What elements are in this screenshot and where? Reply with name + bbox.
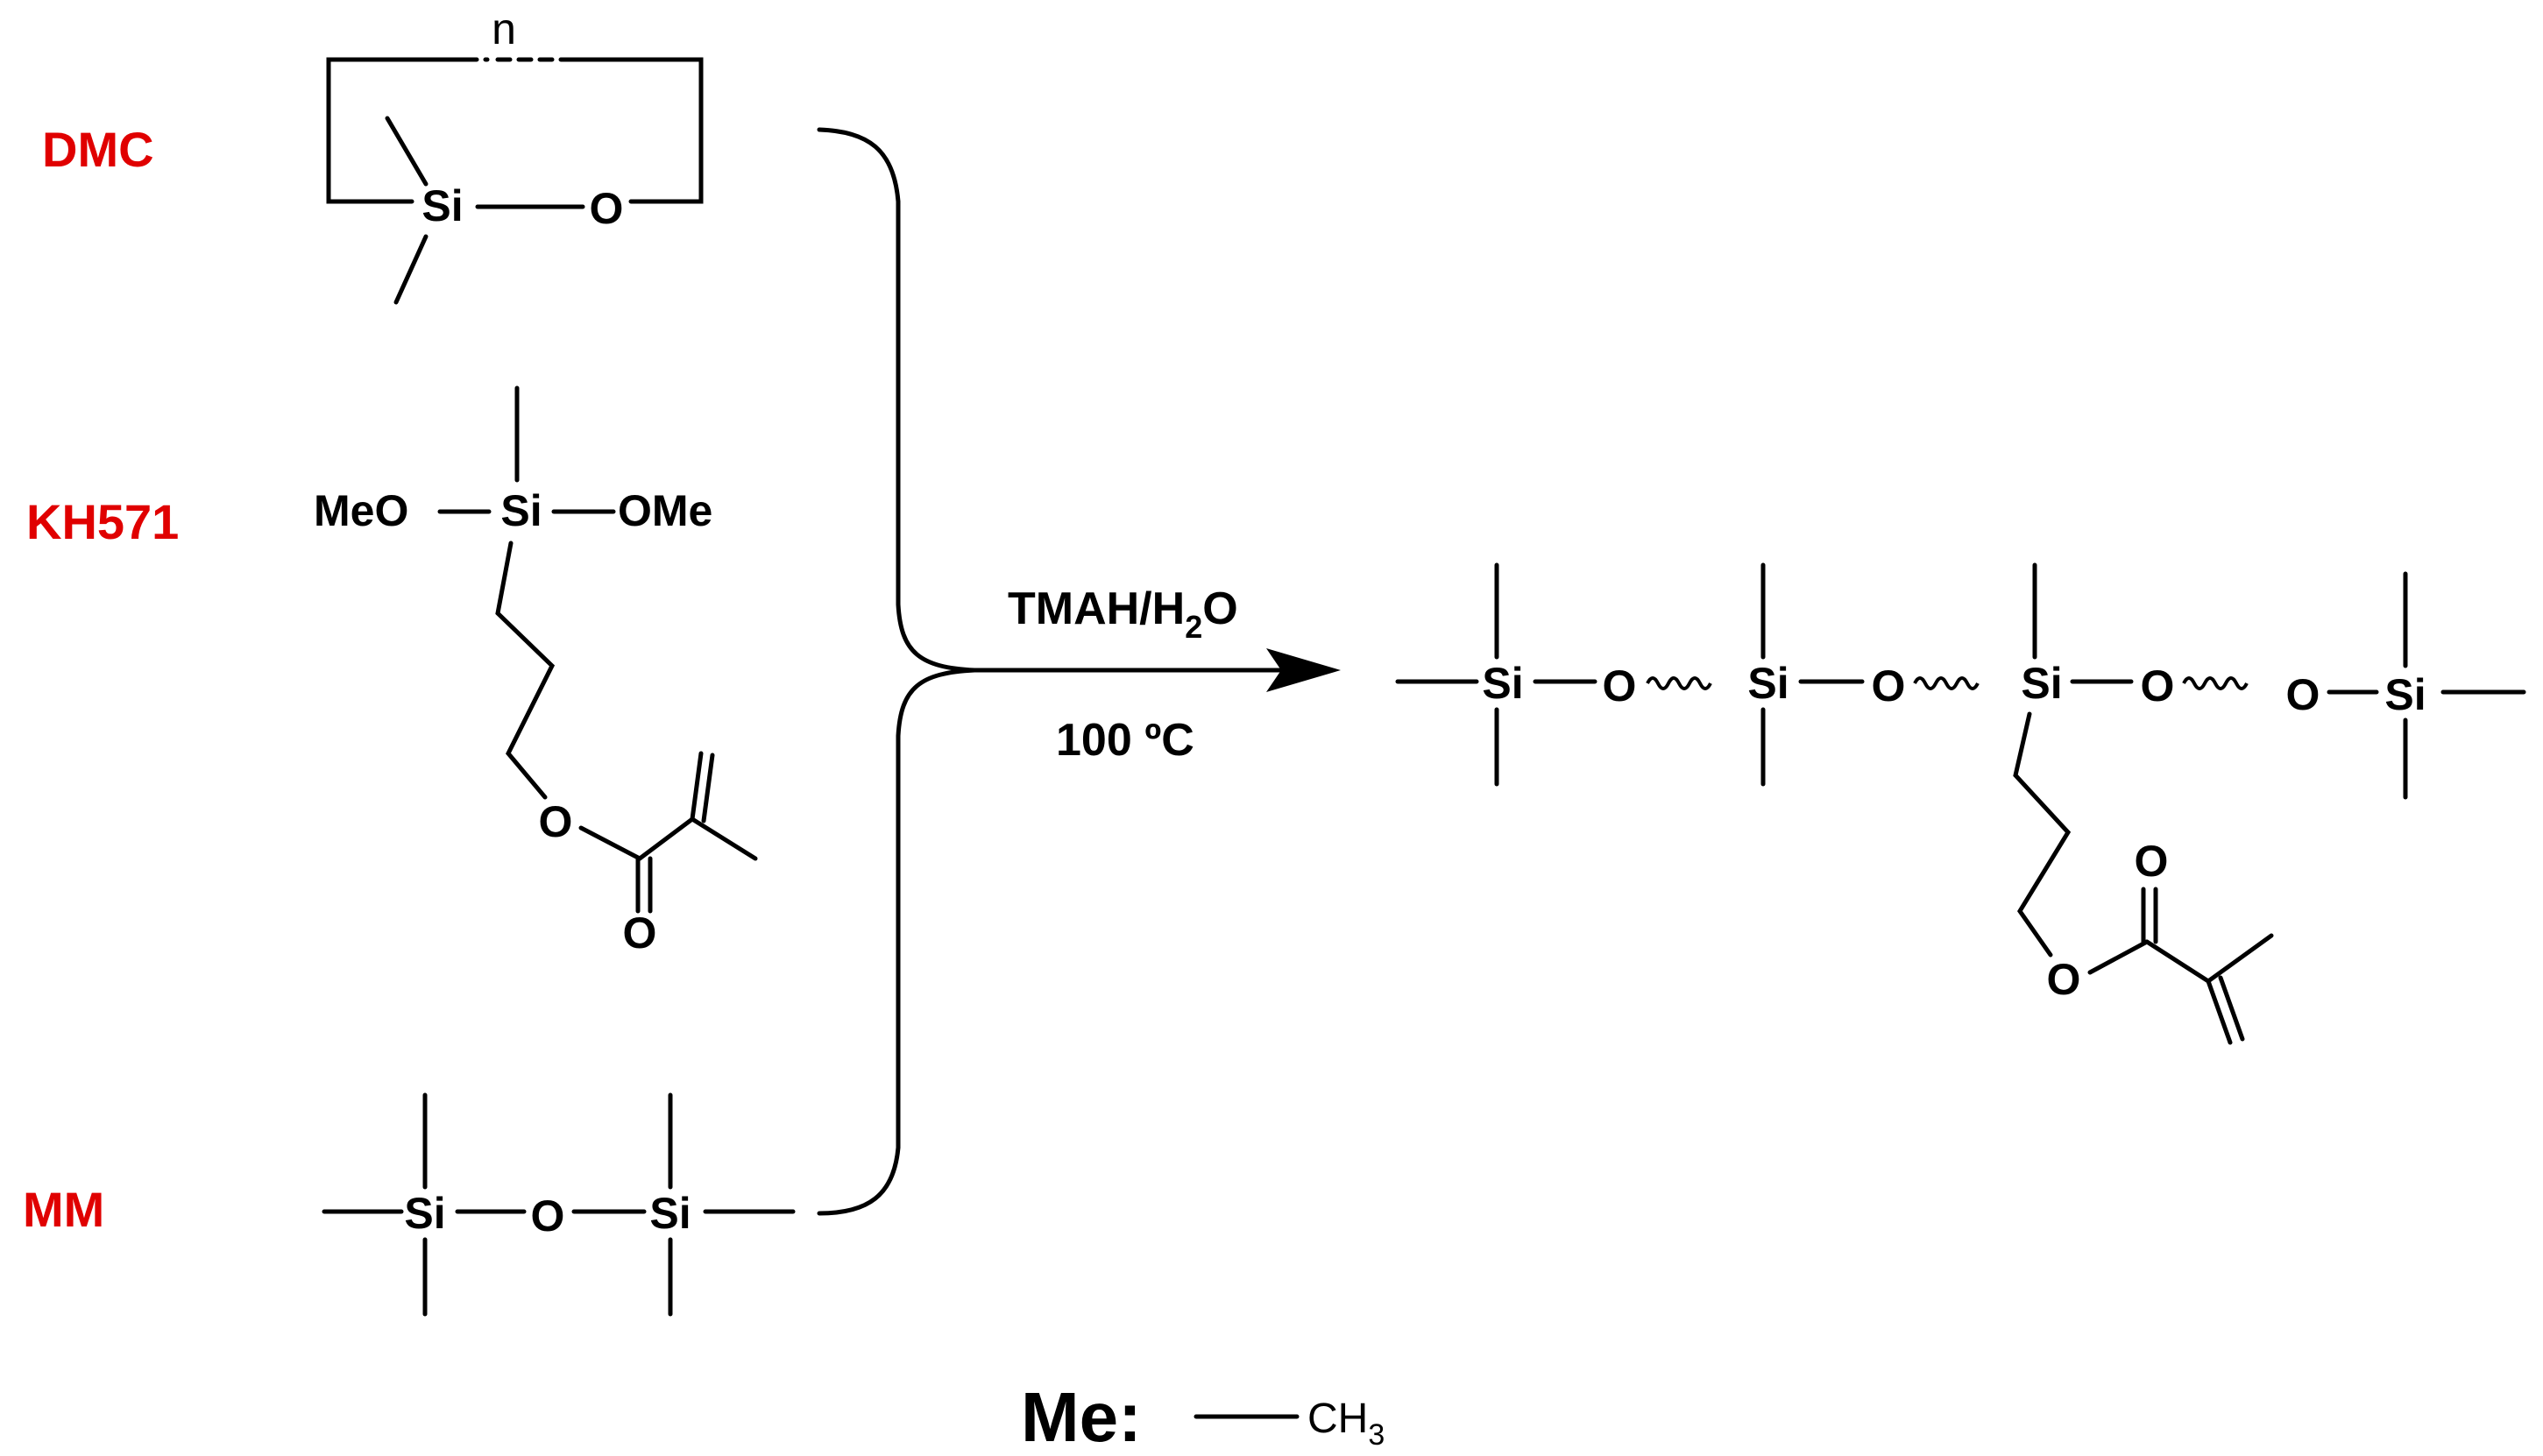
methyl-legend: Me: CH3 (1021, 1378, 1385, 1456)
product-ester-o: O (2047, 955, 2081, 1004)
product-si-2: Si (1747, 659, 1789, 708)
dmc-si: Si (421, 181, 463, 230)
product-wavy-2 (1913, 676, 1980, 690)
product-o-3: O (2141, 661, 2175, 710)
mm-si-left: Si (404, 1189, 445, 1238)
dmc-o: O (590, 184, 624, 233)
kh571-si: Si (500, 486, 542, 535)
dmc-structure: n Si O (326, 4, 704, 305)
kh571-ome: OMe (618, 486, 712, 535)
kh571-ester-o: O (539, 797, 573, 846)
product-o-2: O (1872, 661, 1906, 710)
product-o-1: O (1603, 661, 1637, 710)
product-si-1: Si (1482, 659, 1523, 708)
condition-temperature: 100 ºC (1056, 715, 1194, 766)
mm-structure: Si O Si (322, 1092, 796, 1317)
mm-o: O (531, 1191, 565, 1240)
product-wavy-3 (2182, 676, 2249, 690)
product-si-3: Si (2021, 659, 2062, 708)
product-structure: Si O Si O Si O O Si O O (1395, 562, 2526, 1045)
kh571-structure: MeO Si OMe O O (314, 385, 758, 958)
product-carbonyl-o: O (2135, 837, 2169, 886)
legend-key: Me: (1021, 1378, 1142, 1456)
condition-reagent: TMAH/H2O (1008, 583, 1238, 645)
product-wavy-1 (1646, 676, 1712, 690)
label-mm: MM (23, 1182, 104, 1237)
product-si-4: Si (2384, 670, 2426, 719)
kh571-meo: MeO (314, 486, 408, 535)
mm-si-right: Si (649, 1189, 691, 1238)
label-dmc: DMC (42, 122, 154, 177)
kh571-carbonyl-o: O (623, 908, 657, 958)
legend-value: CH3 (1307, 1396, 1385, 1452)
dmc-repeat-n: n (492, 4, 516, 53)
product-o-4: O (2286, 670, 2320, 719)
reactant-brace (817, 127, 977, 1216)
reaction-arrow-head (1266, 648, 1341, 692)
label-kh571: KH571 (26, 494, 179, 549)
